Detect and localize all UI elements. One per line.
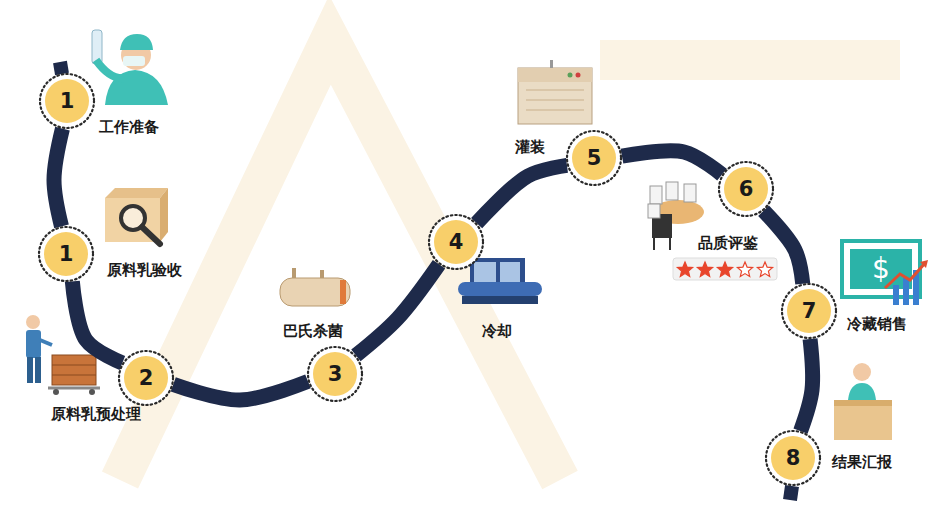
step-node: 1原料乳验收 [36, 224, 96, 284]
step-number: 6 [716, 159, 776, 219]
flow-path [72, 281, 122, 363]
rating-star [677, 262, 692, 276]
step-label: 冷藏销售 [844, 314, 910, 335]
step-label: 品质评鉴 [695, 233, 761, 254]
dollar-symbol: $ [872, 252, 890, 285]
step-number: 3 [305, 344, 365, 404]
rating-star [757, 262, 772, 276]
tasting-table-icon [648, 182, 704, 250]
step-node: 2原料乳预处理 [116, 348, 176, 408]
flow-path [173, 381, 308, 400]
step-node: 4冷却 [426, 212, 486, 272]
step-number: 1 [37, 71, 97, 131]
pasteurizer-tank-icon [280, 268, 350, 306]
step-label: 原料乳预处理 [48, 404, 144, 425]
step-number: 5 [564, 128, 624, 188]
path-tail [790, 486, 792, 500]
path-tail [60, 62, 62, 74]
step-node: 8结果汇报 [763, 428, 823, 488]
sales-monitor-icon: $ [842, 241, 928, 305]
filling-machine-icon [518, 60, 592, 124]
cart-worker-icon [26, 315, 100, 395]
flow-path [764, 211, 803, 284]
step-node: 1工作准备 [37, 71, 97, 131]
flow-path [54, 129, 62, 227]
lab-worker-icon [92, 30, 168, 105]
step-number: 4 [426, 212, 486, 272]
flow-path [801, 339, 813, 431]
step-number: 2 [116, 348, 176, 408]
step-node: 5灌装 [564, 128, 624, 188]
watermark-shape [120, 40, 900, 480]
flow-path [477, 165, 567, 223]
rating-star [737, 262, 752, 276]
step-number: 8 [763, 428, 823, 488]
inspection-icon [105, 188, 168, 244]
step-node: 7冷藏销售 [779, 281, 839, 341]
step-label: 巴氏杀菌 [280, 321, 346, 342]
flow-path [356, 264, 439, 355]
flow-path [622, 151, 722, 175]
step-node: 6品质评鉴 [716, 159, 776, 219]
rating-star [717, 262, 732, 276]
step-label: 灌装 [512, 137, 548, 158]
rating-star [697, 262, 712, 276]
presenter-icon [834, 363, 892, 440]
rating-stars [673, 258, 777, 280]
step-label: 冷却 [479, 321, 515, 342]
step-node: 3巴氏杀菌 [305, 344, 365, 404]
step-label: 工作准备 [96, 117, 162, 138]
step-label: 结果汇报 [829, 452, 895, 473]
step-label: 原料乳验收 [104, 260, 185, 281]
step-number: 1 [36, 224, 96, 284]
step-number: 7 [779, 281, 839, 341]
